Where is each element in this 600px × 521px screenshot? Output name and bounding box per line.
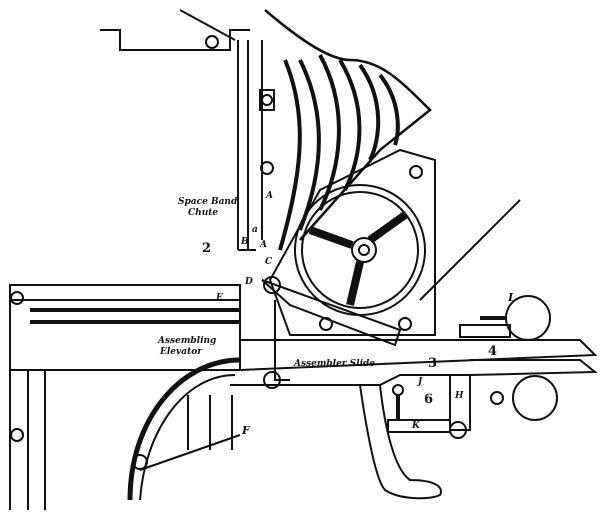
label-4: 4 xyxy=(488,344,498,359)
label-A-lower: A xyxy=(260,240,267,250)
magazine-channels xyxy=(264,9,432,241)
label-E: E xyxy=(216,293,223,303)
bracket-H xyxy=(449,375,471,431)
label-L: L xyxy=(508,291,516,304)
label-a: a xyxy=(252,225,258,235)
label-B: B xyxy=(241,237,249,247)
label-C: C xyxy=(265,257,273,267)
label-H: H xyxy=(455,391,464,401)
assembling-elevator xyxy=(9,284,241,371)
label-F: F xyxy=(242,424,250,437)
label-K: K xyxy=(412,421,420,431)
lever-F xyxy=(139,434,241,471)
label-3: 3 xyxy=(428,356,438,371)
handle xyxy=(359,384,442,500)
label-J: J xyxy=(418,377,423,387)
label-2: 2 xyxy=(202,241,212,256)
label-space-band-chute-1: Space Band xyxy=(178,197,238,207)
screw xyxy=(205,35,219,49)
assembler-slide xyxy=(239,339,598,371)
label-assembling-elevator-1: Assembling xyxy=(158,336,217,346)
top-bracket xyxy=(100,29,250,51)
label-space-band-chute-2: Chute xyxy=(188,208,219,218)
wheel-plate xyxy=(268,148,436,336)
label-assembling-elevator-2: Elevator xyxy=(160,347,202,357)
lever xyxy=(261,279,402,347)
label-D: D xyxy=(245,277,253,287)
label-A-upper: A xyxy=(266,191,273,201)
label-assembler-slide: Assembler Slide xyxy=(294,359,376,369)
space-band-chute xyxy=(237,40,263,251)
label-6: 6 xyxy=(424,392,434,407)
